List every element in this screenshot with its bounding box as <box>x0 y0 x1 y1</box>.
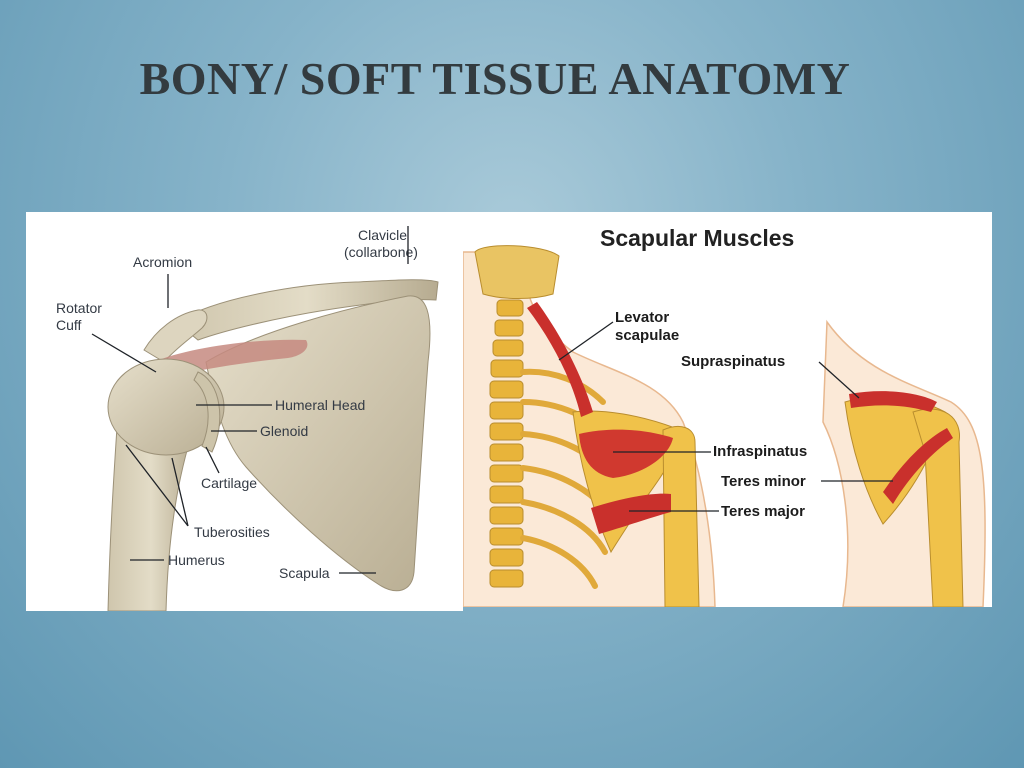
scapular-muscles-figure: Scapular Muscles <box>462 212 992 608</box>
label-scapula: Scapula <box>279 565 330 581</box>
label-infraspinatus: Infraspinatus <box>713 443 807 460</box>
teres-minor-muscle <box>883 428 953 504</box>
infraspinatus-muscle <box>579 429 673 478</box>
scapular-muscles-title: Scapular Muscles <box>600 225 794 251</box>
label-rotator: Rotator <box>56 300 102 316</box>
label-levator: Levator <box>615 309 669 326</box>
vertebral-column <box>489 299 524 588</box>
scapular-muscles-svg: Scapular Muscles <box>462 225 986 608</box>
label-scapulae: scapulae <box>615 327 679 344</box>
label-humerus: Humerus <box>168 552 225 568</box>
label-teres-minor: Teres minor <box>721 473 806 490</box>
label-acromion: Acromion <box>133 254 192 270</box>
shoulder-anatomy-svg: Clavicle (collarbone) Acromion Rotator C… <box>56 226 439 612</box>
clavicle-bone <box>175 279 439 341</box>
humeral-head <box>107 358 225 456</box>
teres-major-muscle <box>591 493 671 534</box>
label-glenoid: Glenoid <box>260 423 308 439</box>
label-teres-major: Teres major <box>721 503 805 520</box>
slide-title: BONY/ SOFT TISSUE ANATOMY <box>139 53 851 104</box>
label-tuberosities: Tuberosities <box>194 524 270 540</box>
scapula-bone <box>205 295 431 592</box>
humerus-right <box>662 426 700 608</box>
label-clavicle: Clavicle <box>358 227 407 243</box>
acromion-bone <box>143 309 208 363</box>
label-supraspinatus: Supraspinatus <box>681 353 785 370</box>
shoulder-anatomy-figure: Clavicle (collarbone) Acromion Rotator C… <box>26 212 463 612</box>
supraspinatus-muscle <box>849 391 937 412</box>
label-cartilage: Cartilage <box>201 475 257 491</box>
label-collarbone: (collarbone) <box>344 244 418 260</box>
skull-base <box>474 245 560 299</box>
label-humeral-head: Humeral Head <box>275 397 365 413</box>
label-cuff: Cuff <box>56 317 82 333</box>
